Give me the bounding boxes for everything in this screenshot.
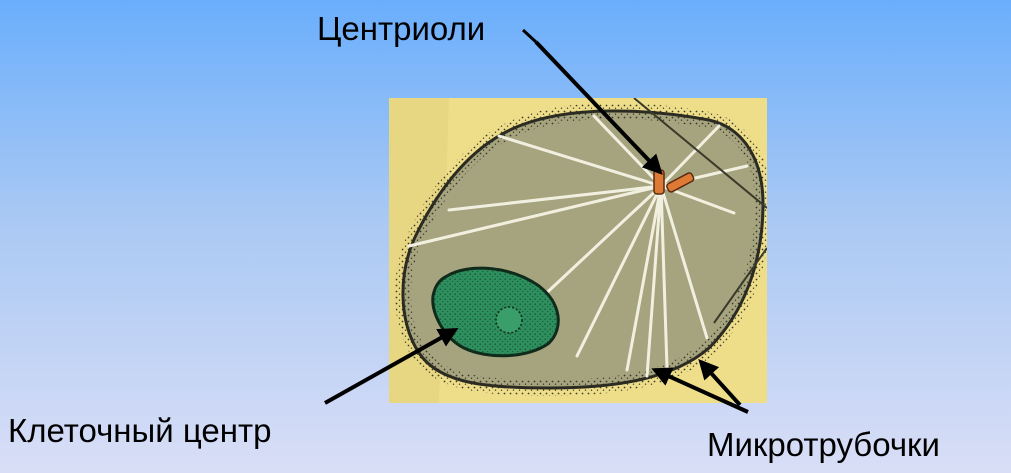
centrioles-pointer-tick — [523, 30, 536, 42]
nucleolus — [496, 307, 522, 333]
label-centrioles: Центриоли — [317, 10, 485, 48]
label-cell-center: Клеточный центр — [8, 412, 271, 450]
label-microtubules: Микротрубочки — [707, 426, 940, 464]
cell-illustration — [389, 98, 767, 403]
